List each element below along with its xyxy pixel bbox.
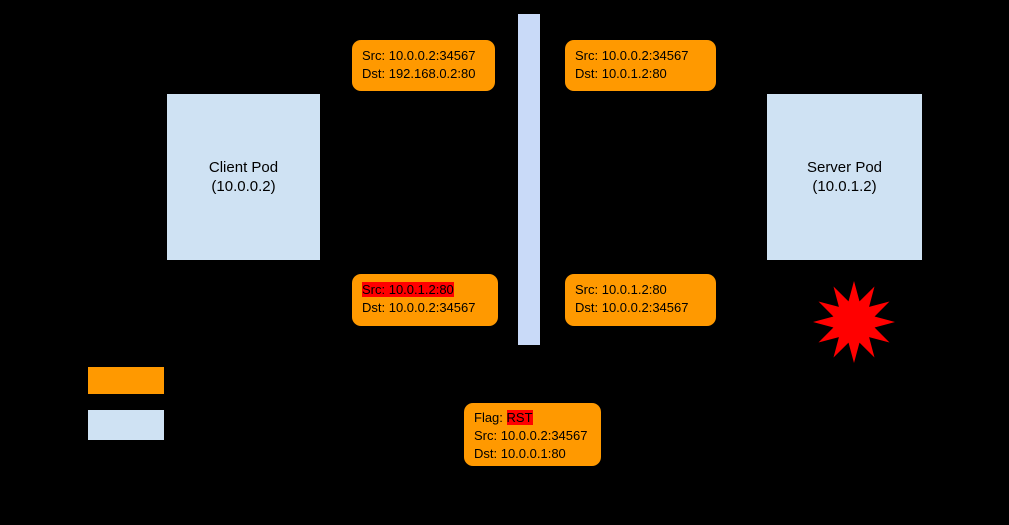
server-pod-ip: (10.0.1.2)	[812, 178, 877, 195]
server-pod-box: Server Pod (10.0.1.2)	[767, 94, 922, 260]
packet-label-bottom-left: Src: 10.0.1.2:80 Dst: 10.0.0.2:34567	[352, 274, 498, 326]
explosion-burst-icon	[813, 281, 895, 363]
packet-dst-line: Dst: 192.168.0.2:80	[362, 66, 476, 82]
client-pod-title: Client Pod	[208, 158, 279, 176]
packet-dst-line: Dst: 10.0.0.1:80	[474, 446, 566, 462]
highlighted-src-text: Src: 10.0.1.2:80	[362, 282, 454, 297]
legend-pod-swatch	[88, 410, 164, 440]
legend-packet-swatch	[88, 367, 164, 394]
server-pod-title: Server Pod	[806, 158, 883, 176]
flag-label-text: Flag:	[474, 410, 507, 425]
packet-label-rst: Flag: RST Src: 10.0.0.2:34567 Dst: 10.0.…	[464, 403, 601, 466]
packet-dst-line: Dst: 10.0.1.2:80	[575, 66, 667, 82]
packet-label-top-right: Src: 10.0.0.2:34567 Dst: 10.0.1.2:80	[565, 40, 716, 91]
packet-label-bottom-right: Src: 10.0.1.2:80 Dst: 10.0.0.2:34567	[565, 274, 716, 326]
packet-src-line: Src: 10.0.0.2:34567	[362, 48, 476, 63]
middle-divider-bar	[518, 14, 540, 345]
client-pod-ip: (10.0.0.2)	[211, 178, 276, 195]
packet-src-line: Src: 10.0.1.2:80	[575, 282, 667, 297]
packet-src-line: Src: 10.0.1.2:80	[362, 281, 488, 299]
packet-dst-line: Dst: 10.0.0.2:34567	[362, 300, 476, 316]
packet-src-line: Src: 10.0.0.2:34567	[474, 428, 588, 444]
client-pod-box: Client Pod (10.0.0.2)	[167, 94, 320, 260]
packet-dst-line: Dst: 10.0.0.2:34567	[575, 300, 689, 316]
highlighted-flag-text: RST	[506, 410, 533, 425]
packet-src-line: Src: 10.0.0.2:34567	[575, 48, 689, 63]
packet-label-top-left: Src: 10.0.0.2:34567 Dst: 192.168.0.2:80	[352, 40, 495, 91]
packet-flag-line: Flag: RST	[474, 409, 591, 427]
